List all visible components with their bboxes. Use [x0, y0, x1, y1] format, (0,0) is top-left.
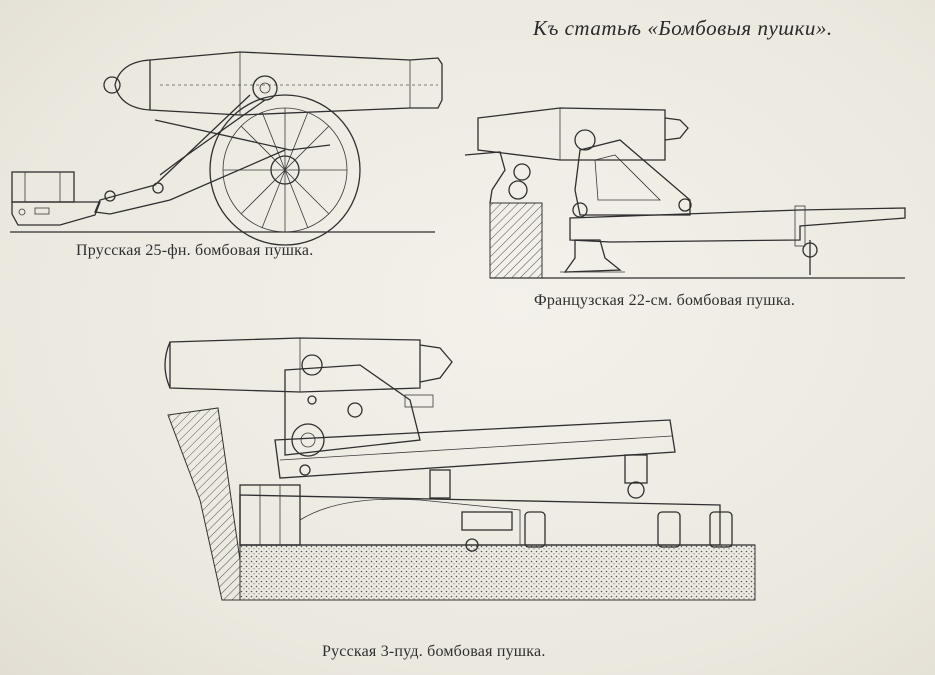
caption-russian-cannon: Русская 3-пуд. бомбовая пушка.: [322, 643, 546, 660]
caption-prussian-cannon: Прусская 25-фн. бомбовая пушка.: [76, 242, 314, 259]
russian-cannon-drawing: [164, 337, 756, 601]
caption-french-cannon: Французская 22-см. бомбовая пушка.: [534, 292, 796, 309]
prussian-cannon-drawing: [10, 51, 443, 246]
french-cannon-drawing: [464, 107, 906, 279]
plate-title: Къ статьѣ «Бомбовыя пушки».: [533, 16, 833, 40]
